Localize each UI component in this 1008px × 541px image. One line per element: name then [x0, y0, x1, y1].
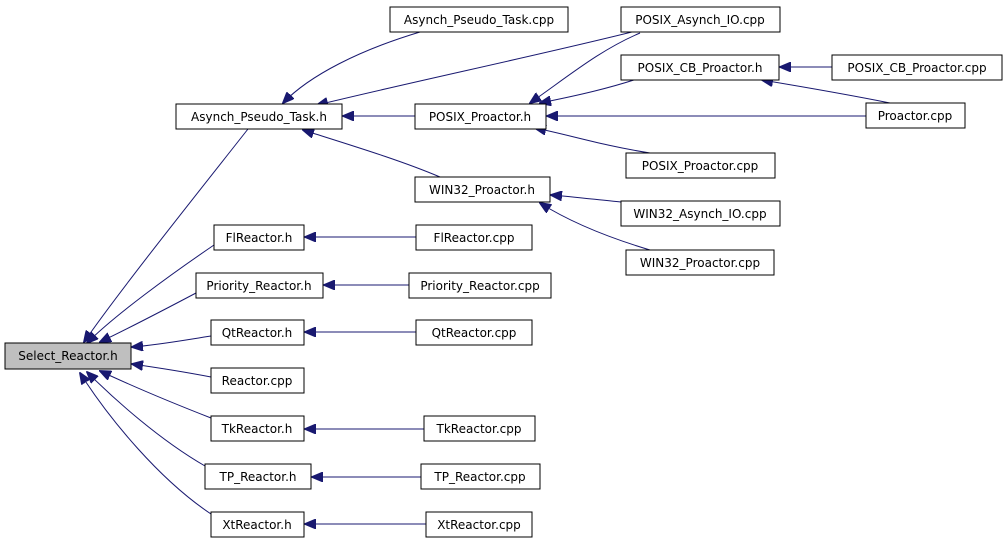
edge-win32-proactor-cpp-to-win32-proactor-h [540, 203, 651, 251]
edge-xtreactor-h-to-select-reactor [80, 373, 212, 515]
edge-proactor-cpp-to-posix-cb-proactor-h [762, 80, 891, 104]
node-select-reactor-h[interactable]: Select_Reactor.h [4, 342, 132, 370]
node-label: Select_Reactor.h [18, 349, 117, 363]
edge-tkreactor-h-to-select-reactor [100, 371, 212, 419]
node-label: FlReactor.cpp [434, 231, 515, 245]
node-tp-reactor-h[interactable]: TP_Reactor.h [204, 463, 312, 490]
node-qtreactor-h[interactable]: QtReactor.h [210, 319, 305, 346]
node-win32-proactor-h[interactable]: WIN32_Proactor.h [414, 176, 551, 203]
node-priority-reactor-h[interactable]: Priority_Reactor.h [195, 272, 324, 299]
node-flreactor-cpp[interactable]: FlReactor.cpp [415, 224, 533, 251]
nodes: Select_Reactor.h Asynch_Pseudo_Task.h As… [4, 6, 1003, 538]
node-label: TkReactor.h [221, 422, 293, 436]
node-label: TkReactor.cpp [436, 422, 522, 436]
node-posix-cb-proactor-cpp[interactable]: POSIX_CB_Proactor.cpp [831, 54, 1003, 81]
node-tkreactor-cpp[interactable]: TkReactor.cpp [423, 415, 536, 442]
node-label: TP_Reactor.cpp [433, 470, 525, 484]
edge-win32-proactor-h-to-asynch-pseudo-task-h [303, 130, 441, 178]
node-win32-proactor-cpp[interactable]: WIN32_Proactor.cpp [625, 249, 775, 276]
node-label: POSIX_CB_Proactor.h [638, 61, 763, 75]
node-label: Priority_Reactor.cpp [420, 279, 539, 293]
edge-priority-reactor-h-to-select-reactor [100, 292, 197, 342]
node-label: Priority_Reactor.h [206, 279, 311, 293]
node-label: XtReactor.cpp [437, 518, 521, 532]
edge-posix-asynch-io-cpp-to-asynch-pseudo-task-h [317, 30, 637, 105]
node-label: Asynch_Pseudo_Task.h [191, 110, 327, 124]
node-asynch-pseudo-task-h[interactable]: Asynch_Pseudo_Task.h [175, 103, 343, 130]
edge-posix-cb-proactor-h-to-posix-proactor-h [540, 77, 641, 103]
edge-flreactor-h-to-select-reactor [87, 244, 215, 343]
edge-reactor-cpp-to-select-reactor [132, 364, 212, 378]
node-label: WIN32_Proactor.cpp [640, 256, 760, 270]
node-qtreactor-cpp[interactable]: QtReactor.cpp [415, 319, 533, 346]
edge-qtreactor-h-to-select-reactor [132, 335, 212, 347]
edge-tp-reactor-h-to-select-reactor [87, 372, 206, 467]
node-posix-proactor-h[interactable]: POSIX_Proactor.h [414, 103, 547, 130]
node-xtreactor-cpp[interactable]: XtReactor.cpp [425, 511, 533, 538]
node-label: WIN32_Proactor.h [429, 183, 535, 197]
node-label: POSIX_Proactor.cpp [642, 159, 759, 173]
node-asynch-pseudo-task-cpp[interactable]: Asynch_Pseudo_Task.cpp [389, 6, 569, 33]
node-label: Reactor.cpp [222, 374, 293, 388]
node-xtreactor-h[interactable]: XtReactor.h [210, 511, 305, 538]
node-win32-asynch-io-cpp[interactable]: WIN32_Asynch_IO.cpp [620, 200, 781, 227]
edges [80, 30, 891, 524]
edge-asynch-pseudo-task-cpp-to-h [283, 31, 421, 103]
node-flreactor-h[interactable]: FlReactor.h [213, 224, 305, 251]
node-label: QtReactor.cpp [432, 326, 517, 340]
edge-asynch-pseudo-task-h-to-select-reactor [84, 128, 249, 342]
edge-posix-proactor-cpp-to-posix-proactor-h [535, 128, 651, 154]
node-reactor-cpp[interactable]: Reactor.cpp [210, 367, 305, 394]
node-label: POSIX_CB_Proactor.cpp [847, 61, 986, 75]
node-label: POSIX_Proactor.h [429, 110, 531, 124]
node-label: WIN32_Asynch_IO.cpp [633, 207, 766, 221]
node-label: XtReactor.h [222, 518, 291, 532]
node-label: POSIX_Asynch_IO.cpp [635, 13, 765, 27]
node-label: FlReactor.h [226, 231, 293, 245]
node-posix-proactor-cpp[interactable]: POSIX_Proactor.cpp [625, 152, 776, 179]
node-tkreactor-h[interactable]: TkReactor.h [210, 415, 305, 442]
node-posix-asynch-io-cpp[interactable]: POSIX_Asynch_IO.cpp [620, 6, 781, 33]
edge-win32-asynch-io-cpp-to-win32-proactor-h [551, 195, 622, 203]
node-label: TP_Reactor.h [219, 470, 297, 484]
node-label: Proactor.cpp [878, 109, 953, 123]
node-label: Asynch_Pseudo_Task.cpp [404, 13, 554, 27]
edge-posix-asynch-io-cpp-to-posix-proactor-h [530, 32, 641, 103]
node-tp-reactor-cpp[interactable]: TP_Reactor.cpp [420, 463, 541, 490]
node-proactor-cpp[interactable]: Proactor.cpp [865, 102, 966, 129]
node-posix-cb-proactor-h[interactable]: POSIX_CB_Proactor.h [620, 54, 780, 81]
node-label: QtReactor.h [222, 326, 293, 340]
node-priority-reactor-cpp[interactable]: Priority_Reactor.cpp [408, 272, 552, 299]
